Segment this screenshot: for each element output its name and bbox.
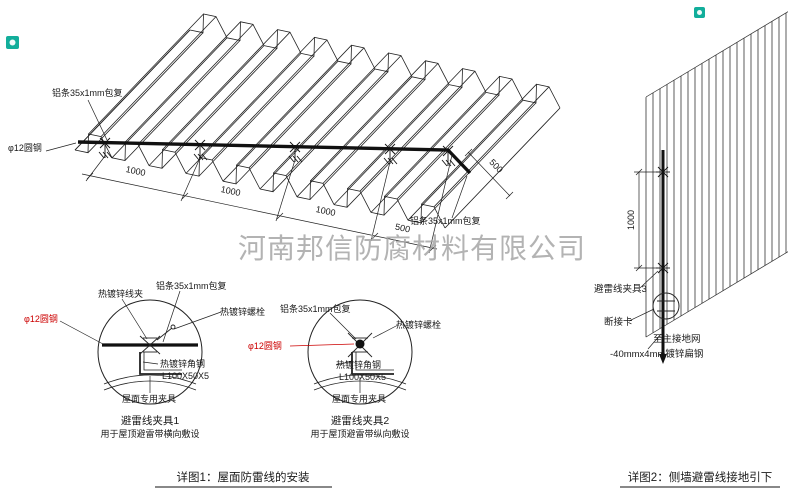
d1-angle-steel-label: 热镀锌角钢 [160,358,205,369]
figure1-caption: 详图1：屋面防雷线的安装 [177,470,310,484]
d1-wire-clamp-label: 热镀锌线夹 [98,288,143,299]
d2-roof-clamp-label: 屋面专用夹具 [332,393,386,404]
d1-round-steel-label: φ12圆钢 [24,313,58,324]
badge-icon-top-right [694,7,705,18]
dim-500: 500 [394,222,411,235]
d1-bolt-label: 热镀锌螺栓 [220,306,265,317]
roof-dimension-chain [81,148,514,254]
d1-roof-clamp-label: 屋面专用夹具 [122,393,176,404]
roof-alu-strip-label-right: 铝条35x1mm包复 [410,215,481,226]
wall-flat-steel-label: -40mmx4mm镀锌扁钢 [610,348,703,360]
lightning-wire [77,140,472,175]
dim-1000-b: 1000 [220,184,242,198]
wall-dimension [634,168,658,272]
d1-angle-spec-label: L100X50X5 [162,371,209,381]
detail2-leader-lines [289,312,399,393]
down-conductor [659,150,667,364]
d2-bolt-label: 热镀锌螺栓 [396,319,441,330]
d2-round-steel-label: φ12圆钢 [248,340,282,351]
d2-title: 避雷线夹具2 [331,414,389,427]
detail-circle-1 [97,299,203,405]
wall-to-ground-label: 至主接地网 [653,333,701,345]
d2-alu-strip-label: 铝条35x1mm包复 [280,303,351,314]
roof-isometric-sheet [74,13,561,229]
wall-corrugation [645,11,788,338]
detail-circle-2 [307,299,413,405]
roof-leader-lines [45,99,468,219]
d1-title: 避雷线夹具1 [121,414,179,427]
wall-leader-lines [628,270,662,350]
d1-subtitle: 用于屋顶避雷带横向敷设 [100,428,199,439]
dim-1000-c: 1000 [315,204,337,218]
wall-clamp-upper [656,166,670,178]
roof-round-steel-label: φ12圆钢 [8,142,42,153]
wall-clamp3-label: 避雷线夹具3 [594,283,647,295]
wall-clamp-lower [656,262,670,274]
figure2-caption: 详图2：侧墙避雷线接地引下 [628,470,772,484]
roof-alu-strip-label-top: 铝条35x1mm包复 [52,87,123,98]
d2-subtitle: 用于屋顶避雷带纵向敷设 [310,428,409,439]
wall-dim-1000: 1000 [626,210,636,230]
badge-icon-top-left [6,36,19,49]
disconnect-card-detail [652,292,680,320]
d2-angle-steel-label: 热镀锌角钢 [336,359,381,370]
d2-angle-spec-label: L100X50X5 [339,372,386,382]
down-arrow [659,354,667,364]
wall-disconnect-label: 断接卡 [604,316,633,328]
company-watermark: 河南邦信防腐材料有限公司 [238,233,586,264]
d1-alu-strip-label: 铝条35x1mm包复 [156,280,227,291]
dim-1000-a: 1000 [125,164,147,178]
dim-500-side: 500 [487,157,505,175]
detail1-leader-lines [59,290,222,393]
